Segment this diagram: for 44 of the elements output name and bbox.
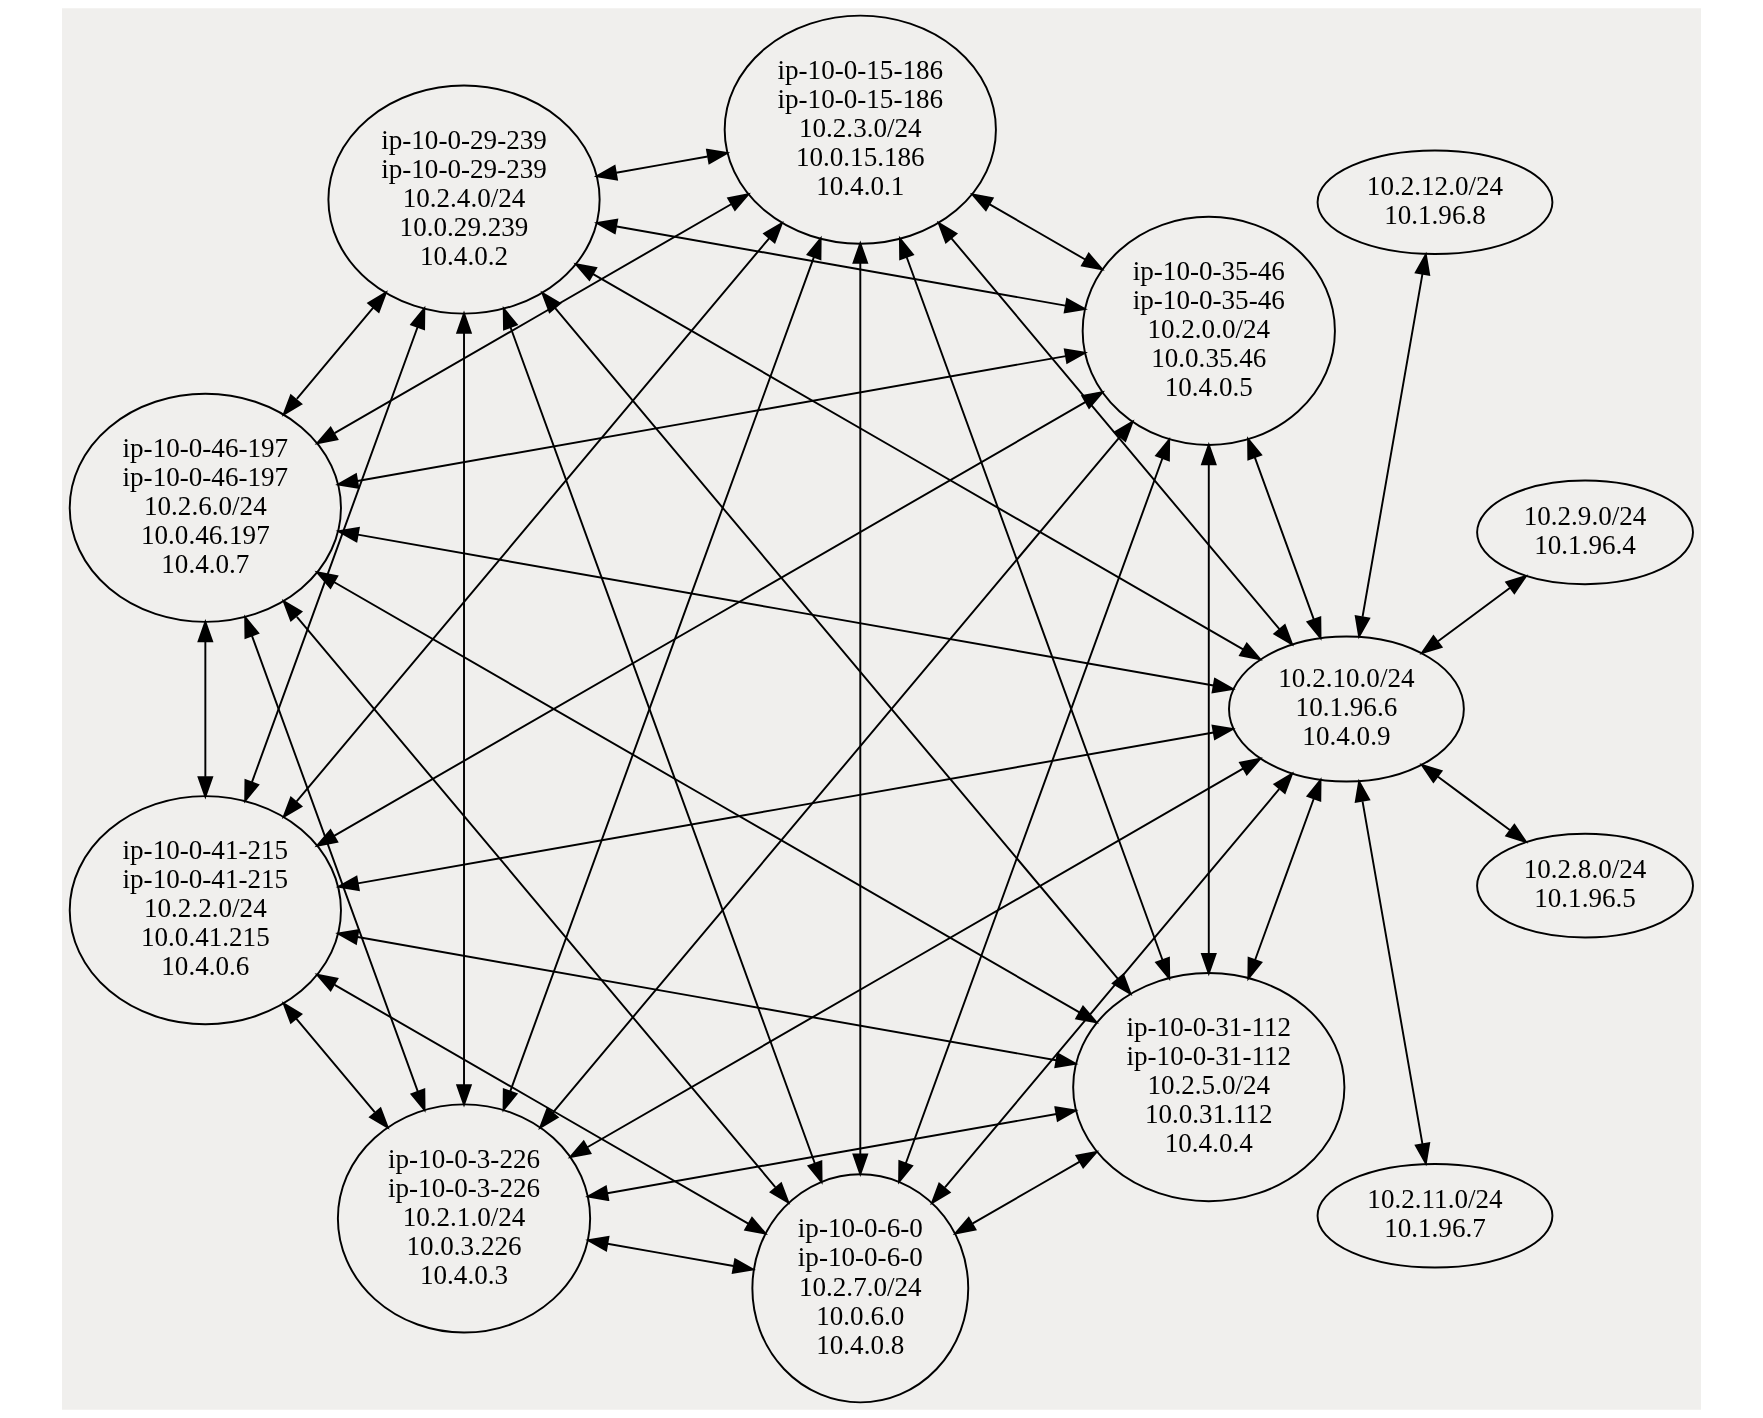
node-ellipse: 10.2.11.0/24 10.1.96.7	[1316, 1163, 1554, 1269]
arrow	[1419, 574, 1529, 655]
arrow	[1419, 763, 1529, 844]
node-circle: ip-10-0-6-0 ip-10-0-6-0 10.2.7.0/24 10.0.6.0 10.4.0.8	[751, 1173, 970, 1404]
arrow	[197, 619, 214, 800]
arrow	[281, 598, 791, 1205]
arrow	[936, 220, 1294, 647]
node-ellipse: 10.2.8.0/24 10.1.96.5	[1476, 832, 1694, 939]
arrow	[281, 220, 784, 820]
arrow	[455, 310, 473, 1108]
arrow	[281, 290, 388, 417]
arrow	[314, 570, 1099, 1024]
arrow	[314, 192, 751, 445]
arrow	[281, 1001, 390, 1130]
node-ellipse: 10.2.12.0/24 10.1.96.8	[1316, 149, 1554, 255]
arrow	[335, 724, 1236, 892]
arrow	[1354, 778, 1431, 1167]
arrow	[335, 348, 1088, 489]
arrow	[898, 437, 1171, 1185]
arrow	[594, 218, 1088, 314]
arrow	[502, 306, 823, 1185]
arrow	[244, 305, 426, 804]
arrow	[952, 1150, 1100, 1235]
arrow	[585, 1235, 756, 1274]
arrow	[898, 235, 1171, 982]
arrow	[335, 929, 1079, 1069]
arrow	[593, 148, 731, 181]
arrow	[585, 1106, 1079, 1202]
arrow	[1247, 436, 1322, 641]
arrow	[1247, 777, 1322, 982]
node-ellipse: 10.2.9.0/24 10.1.96.4	[1476, 479, 1694, 586]
arrow	[1354, 251, 1431, 640]
arrow	[502, 235, 822, 1113]
arrow	[540, 290, 1133, 997]
arrow	[567, 757, 1263, 1159]
arrow	[1200, 442, 1217, 977]
arrow	[314, 973, 768, 1235]
arrow	[244, 614, 426, 1113]
arrow	[930, 771, 1294, 1206]
arrow	[335, 526, 1236, 694]
arrow	[852, 240, 869, 1177]
arrow	[969, 193, 1105, 271]
arrow	[538, 419, 1135, 1130]
arrow	[573, 262, 1263, 661]
